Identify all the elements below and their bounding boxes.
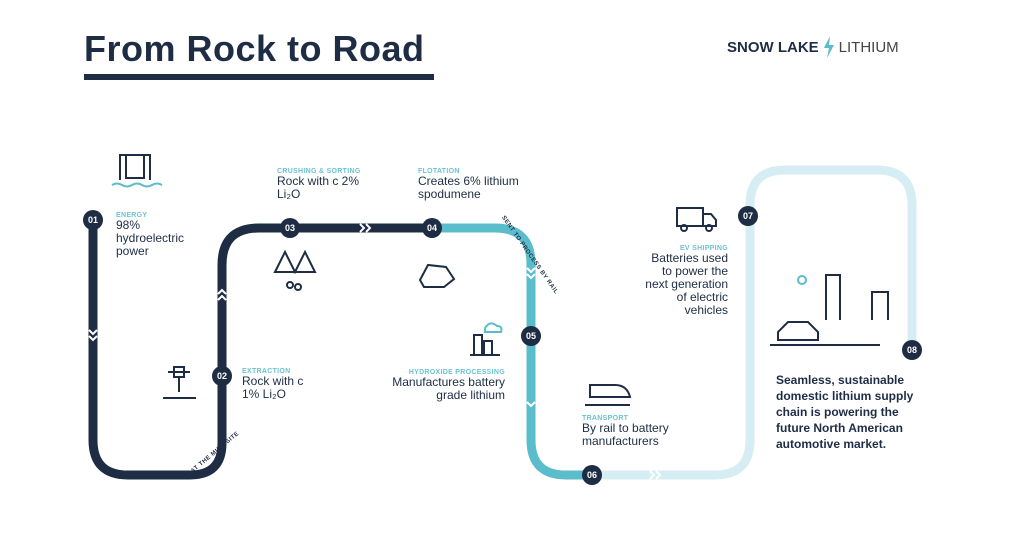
- step-02-node: 02: [212, 366, 232, 386]
- step-05-node: 05: [521, 326, 541, 346]
- path-processing-segment: [432, 223, 592, 480]
- step-text: Rock with c 1% Li₂O: [242, 374, 304, 401]
- step-03-node: 03: [280, 218, 300, 238]
- lightning-icon: [823, 36, 834, 58]
- step-02-info: EXTRACTION Rock with c 1% Li₂O: [242, 368, 312, 401]
- step-03-info: CRUSHING & SORTING Rock with c 2% Li₂O: [277, 168, 377, 201]
- step-text: 98% hydroelectric power: [116, 218, 185, 258]
- step-label: TRANSPORT: [582, 415, 629, 422]
- logo-product: LITHIUM: [838, 38, 899, 56]
- path-mine-segment: [88, 220, 432, 480]
- step-label: FLOTATION: [418, 168, 460, 175]
- page-title: From Rock to Road: [84, 28, 425, 69]
- step-text: Batteries used to power the next generat…: [645, 251, 728, 317]
- step-label: CRUSHING & SORTING: [277, 168, 361, 175]
- train-icon: [585, 384, 632, 406]
- step-04-node: 04: [422, 218, 442, 238]
- step-label: EV SHIPPING: [679, 245, 728, 252]
- step-08-text: Seamless, sustainable domestic lithium s…: [776, 373, 914, 451]
- step-text: Rock with c 2% Li₂O: [277, 174, 360, 201]
- dam-icon: [111, 154, 163, 188]
- step-label: ENERGY: [116, 212, 148, 219]
- drill-icon: [163, 366, 196, 399]
- factory-icon: [470, 322, 503, 356]
- crusher-icon: [273, 249, 317, 291]
- step-text: Creates 6% lithium spodumene: [418, 174, 519, 201]
- step-07-info: EV SHIPPING Batteries used to power the …: [638, 245, 728, 317]
- step-08-node: 08: [902, 340, 922, 360]
- step-06-node: 06: [582, 465, 602, 485]
- logo-brand: SNOW LAKE: [727, 38, 819, 56]
- chevron-icons: [88, 223, 662, 480]
- step-label: EXTRACTION: [242, 368, 291, 375]
- path-delivery-segment: [592, 165, 917, 480]
- step-text: By rail to battery manufacturers: [582, 421, 669, 448]
- step-01-info: ENERGY 98% hydroelectric power: [116, 212, 196, 258]
- step-01-node: 01: [83, 210, 103, 230]
- step-07-node: 07: [738, 206, 758, 226]
- step-text: Manufactures battery grade lithium: [392, 375, 505, 402]
- city-car-icon: [770, 274, 889, 346]
- step-label: HYDROXIDE PROCESSING: [408, 369, 505, 376]
- step-04-info: FLOTATION Creates 6% lithium spodumene: [418, 168, 528, 201]
- step-06-info: TRANSPORT By rail to battery manufacture…: [582, 415, 682, 448]
- step-05-info: HYDROXIDE PROCESSING Manufactures batter…: [380, 369, 505, 402]
- truck-icon: [676, 207, 717, 232]
- rocks-icon: [418, 263, 456, 288]
- logo: SNOW LAKE LITHIUM: [727, 36, 899, 58]
- title-underline: [84, 74, 434, 80]
